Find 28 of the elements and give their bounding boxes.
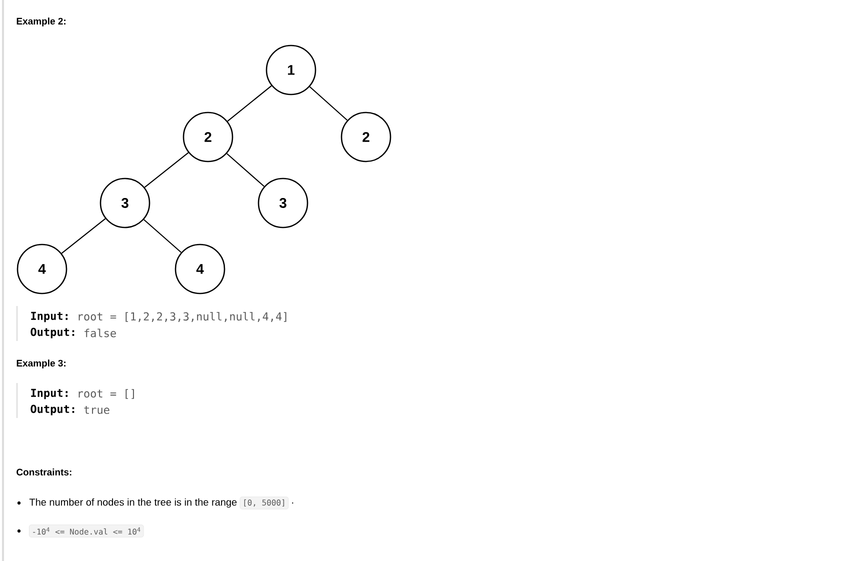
io-label: Output: (30, 404, 74, 416)
heading: Example 3: (16, 360, 66, 368)
io-label: Input: (31, 312, 68, 322)
code-value: root = [1,2,2,3,3,null,null,4,4] (78, 312, 286, 322)
code-value: true (84, 406, 110, 414)
tree-node: 2 (340, 112, 392, 162)
inline-code: [0, 5000] (240, 496, 289, 510)
inline-code: -10$^{4}$ <= Node.val <= 10$^{4}$ (29, 524, 144, 538)
heading: Example 2: (16, 18, 66, 26)
constraint-text: The number of nodes in the tree is in the range (29, 498, 237, 508)
tree-edge (309, 86, 348, 121)
tree-edge (144, 152, 189, 188)
tree-edge (144, 219, 182, 253)
tree-node: 3 (258, 178, 308, 228)
code-value: false (84, 328, 116, 338)
io-label: Output: (30, 328, 74, 338)
tree-edge (227, 85, 272, 122)
tree-node: 4 (16, 244, 68, 294)
tree-node: 1 (266, 44, 316, 96)
tree-node: 4 (174, 244, 226, 294)
code-value: root = [] (78, 389, 134, 399)
tree-edge (226, 153, 264, 187)
tree-node: 3 (100, 178, 150, 228)
io-label: Input: (31, 388, 68, 400)
heading: Constraints: (16, 468, 72, 476)
tree-node: 2 (182, 112, 234, 162)
tree-edge (61, 218, 106, 254)
constraint-text: . (292, 502, 294, 504)
